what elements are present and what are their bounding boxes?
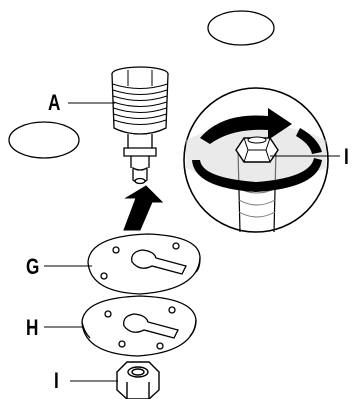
threaded-shank	[111, 66, 169, 185]
top-right-hole	[207, 10, 275, 46]
washer-h	[81, 295, 197, 357]
label-i-nut: I	[54, 368, 59, 393]
label-i-inset: I	[344, 144, 349, 169]
upward-arrow	[123, 185, 164, 231]
magnified-inset	[183, 87, 329, 233]
washer-g	[87, 233, 201, 295]
hex-nut	[116, 361, 160, 399]
label-a: A	[48, 90, 61, 115]
label-h: H	[26, 315, 39, 340]
left-hole	[8, 121, 80, 159]
label-g: G	[26, 254, 40, 279]
